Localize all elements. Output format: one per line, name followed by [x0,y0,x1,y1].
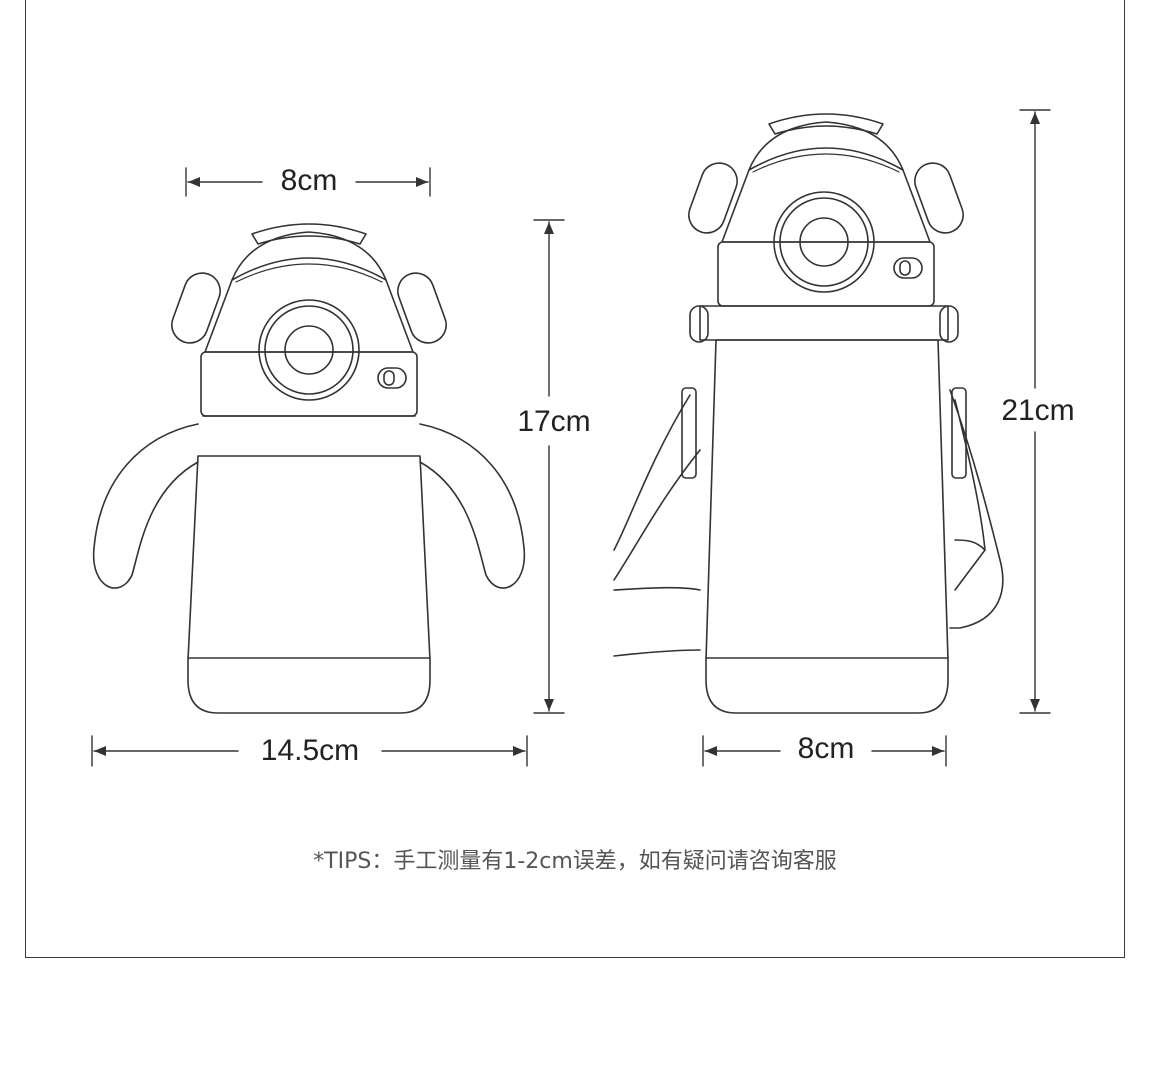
left-handle [92,423,199,589]
bottle-with-handles [92,223,526,714]
right-bottle-body [705,339,949,714]
tips-note: *TIPS：手工测量有1-2cm误差，如有疑问请咨询客服 [313,849,837,874]
strap-left [613,394,701,657]
dim-label-right-bottom-width: 8cm [798,732,855,765]
dim-label-left-top-width: 8cm [281,164,338,197]
dim-label-right-height: 21cm [1001,394,1074,427]
diagram-frame [25,0,1125,958]
right-handle [419,423,526,589]
dimension-lines [91,109,1051,767]
bottle-with-strap [613,113,1004,714]
dim-label-left-bottom-width: 14.5cm [261,734,359,767]
strap-right [949,389,1004,629]
dim-label-left-height: 17cm [517,405,590,438]
left-bottle-body [187,455,431,714]
